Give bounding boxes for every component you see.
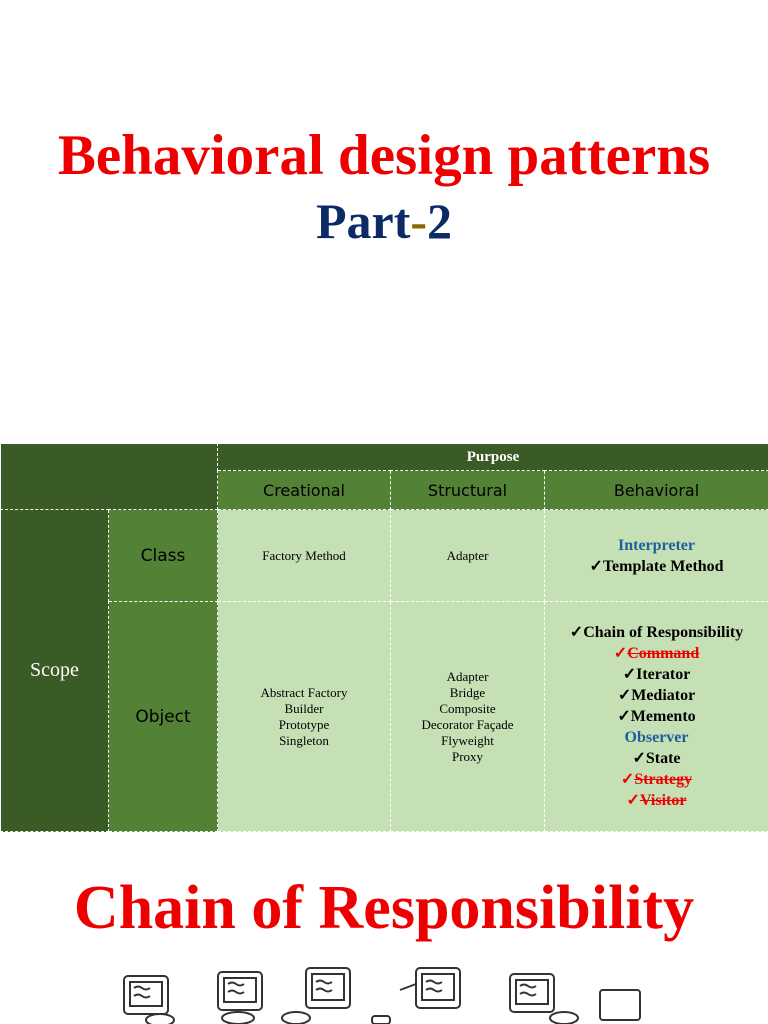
creational-pattern-item: Builder bbox=[284, 700, 324, 716]
check-icon: ✓ bbox=[622, 666, 637, 683]
behavioral-pattern-name: Strategy bbox=[634, 771, 693, 788]
section-title: Chain of Responsibility bbox=[73, 874, 695, 942]
creational-pattern-item: Singleton bbox=[279, 732, 329, 748]
corner-cell bbox=[0, 443, 218, 510]
subtitle-part: Part bbox=[315, 193, 411, 249]
behavioral-pattern-item: ✓Iterator bbox=[545, 664, 768, 685]
col-header-behavioral: Behavioral bbox=[543, 470, 768, 510]
row-label-class: Class bbox=[108, 509, 218, 602]
behavioral-pattern-name: Memento bbox=[630, 708, 696, 725]
behavioral-pattern-name: Command bbox=[627, 645, 700, 662]
structural-pattern-item: Adapter bbox=[446, 668, 489, 684]
check-icon: ✓ bbox=[613, 645, 628, 662]
class-creational-cell: Factory Method bbox=[217, 509, 391, 602]
behavioral-pattern-name: Interpreter bbox=[618, 536, 695, 554]
subtitle-dash: - bbox=[410, 193, 428, 249]
check-icon: ✓ bbox=[632, 750, 646, 767]
check-icon: ✓ bbox=[569, 624, 584, 641]
slide-title: Behavioral design patterns bbox=[57, 124, 711, 187]
behavioral-pattern-item: ✓Mediator bbox=[545, 685, 768, 706]
creational-pattern-item: Prototype bbox=[278, 716, 330, 732]
slide-subtitle: Part-2 bbox=[0, 190, 768, 252]
behavioral-pattern-item: ✓Visitor bbox=[545, 790, 768, 811]
behavioral-pattern-name: Mediator bbox=[631, 687, 696, 704]
behavioral-pattern-name: Template Method bbox=[602, 557, 724, 575]
structural-pattern-item: Flyweight bbox=[441, 732, 494, 748]
check-icon: ✓ bbox=[617, 708, 631, 725]
check-icon: ✓ bbox=[620, 771, 635, 788]
behavioral-pattern-item: ✓Strategy bbox=[545, 769, 768, 790]
behavioral-pattern-item: ✓Command bbox=[545, 643, 768, 664]
behavioral-pattern-name: Observer bbox=[624, 729, 689, 746]
behavioral-pattern-item: ✓Chain of Responsibility bbox=[545, 622, 768, 643]
scope-label: Scope bbox=[0, 509, 109, 832]
behavioral-pattern-name: Visitor bbox=[639, 792, 687, 809]
object-behavioral-cell: ✓Chain of Responsibility✓Command✓Iterato… bbox=[543, 601, 768, 832]
structural-pattern-item: Bridge bbox=[449, 684, 486, 700]
patterns-table: Purpose Creational Structural Behavioral… bbox=[0, 443, 768, 832]
structural-pattern-item: Decorator Façade bbox=[421, 716, 514, 732]
row-label-object: Object bbox=[108, 601, 218, 832]
structural-pattern-item: Adapter bbox=[446, 547, 489, 563]
check-icon: ✓ bbox=[589, 557, 603, 575]
computer-character-icon bbox=[123, 967, 641, 1024]
behavioral-pattern-item: ✓Memento bbox=[545, 706, 768, 727]
subtitle-number: 2 bbox=[427, 193, 453, 249]
col-header-creational: Creational bbox=[217, 470, 391, 510]
creational-pattern-item: Factory Method bbox=[262, 547, 346, 563]
behavioral-pattern-item: Observer bbox=[545, 727, 768, 748]
structural-pattern-item: Composite bbox=[439, 700, 496, 716]
class-behavioral-cell: Interpreter ✓Template Method bbox=[543, 509, 768, 602]
behavioral-pattern-item: ✓State bbox=[545, 748, 768, 769]
behavioral-pattern-name: Chain of Responsibility bbox=[583, 624, 744, 641]
behavioral-pattern-name: Iterator bbox=[636, 666, 691, 683]
behavioral-pattern-item: ✓Template Method bbox=[545, 556, 768, 577]
purpose-header: Purpose bbox=[216, 443, 768, 471]
col-header-structural: Structural bbox=[390, 470, 545, 510]
class-structural-cell: Adapter bbox=[390, 509, 545, 602]
check-icon: ✓ bbox=[626, 792, 640, 809]
creational-pattern-item: Abstract Factory bbox=[260, 684, 348, 700]
behavioral-pattern-name: State bbox=[645, 750, 681, 767]
check-icon: ✓ bbox=[617, 687, 632, 704]
behavioral-pattern-item: Interpreter bbox=[545, 535, 768, 556]
structural-pattern-item: Proxy bbox=[451, 748, 484, 764]
